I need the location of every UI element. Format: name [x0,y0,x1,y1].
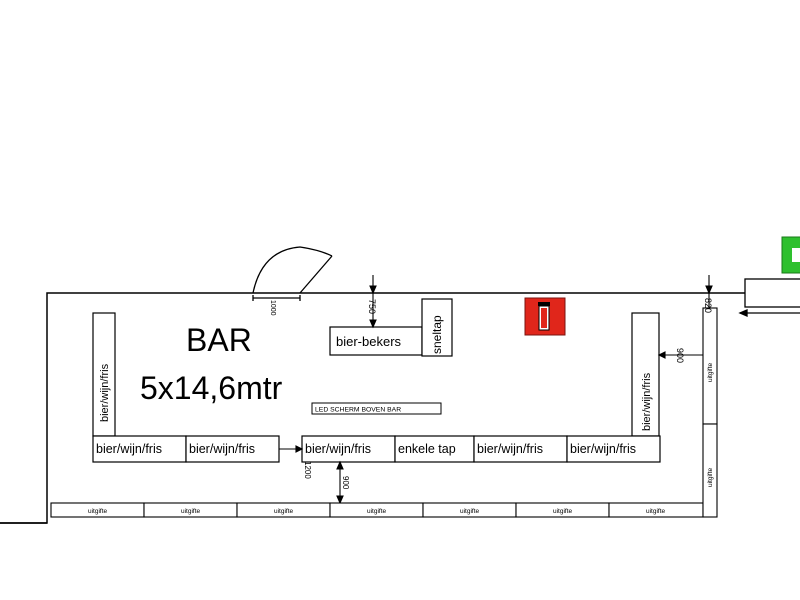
uitgifte-label-3: uitgifte [274,508,294,515]
counter-unit-1 [92,435,187,463]
uitgifte-label-1: uitgifte [88,508,108,515]
dim-750-arrow [369,275,377,329]
uitgifte-side-label-2: uitgifte [707,467,714,487]
counter-unit-6 [566,435,661,463]
dim-820-arrow [705,275,713,308]
right-vertical-cabinet [631,312,660,437]
dim-center-bottom: 900 [341,476,350,490]
right-vertical-label: bier/wijn/fris [641,372,653,431]
counter-label-6: bier/wijn/fris [570,442,636,456]
uitgifte-side-label-1: uitgifte [707,362,714,382]
uitgifte-side-unit-2 [702,423,718,518]
uitgifte-label-5: uitgifte [460,508,480,515]
uitgifte-label-4: uitgifte [367,508,387,515]
bar-size: 5x14,6mtr [140,370,283,406]
dim-center-vertical: 1200 [303,461,312,479]
dim-900-arrow [657,351,703,359]
left-vertical-label: bier/wijn/fris [99,363,111,422]
fire-extinguisher-icon [524,297,566,336]
bier-bekers-box [329,326,423,356]
led-screen-box [311,402,442,415]
sneltap-label: sneltap [430,315,444,354]
sneltap-box [421,298,453,357]
counter-label-3: bier/wijn/fris [305,442,371,456]
led-screen-label: LED SCHERM BOVEN BAR [315,407,401,414]
bier-bekers-label: bier-bekers [336,334,402,349]
uitgifte-row: uitgifte uitgifte uitgifte uitgifte uitg… [50,502,704,518]
counter-unit-2 [185,435,280,463]
counter-label-1: bier/wijn/fris [96,442,162,456]
counter-label-5: bier/wijn/fris [477,442,543,456]
door [252,246,333,301]
counter-label-4: enkele tap [398,442,456,456]
dim-right-mid: 900 [675,348,685,363]
uitgifte-label-6: uitgifte [553,508,573,515]
counter-unit-3 [301,435,396,463]
dim-center-bottom-arrow [336,460,344,505]
uitgifte-label-7: uitgifte [646,508,666,515]
dim-gap-arrow [279,445,304,453]
dim-door: 1000 [269,300,276,316]
uitgifte-side: uitgifte uitgifte [702,307,718,518]
counter-label-2: bier/wijn/fris [189,442,255,456]
dim-bekers: 750 [367,299,377,314]
uitgifte-label-2: uitgifte [181,508,201,515]
exit-sign-icon [781,236,800,274]
door-swing-arc [252,246,333,294]
counter-row: bier/wijn/fris bier/wijn/fris bier/wijn/… [92,435,661,463]
bar-title: BAR [186,322,252,358]
dim-right-top: 820 [703,298,713,313]
counter-unit-4 [394,435,475,463]
walls [0,292,745,524]
door-leaf [299,255,333,294]
right-opening [738,278,800,317]
